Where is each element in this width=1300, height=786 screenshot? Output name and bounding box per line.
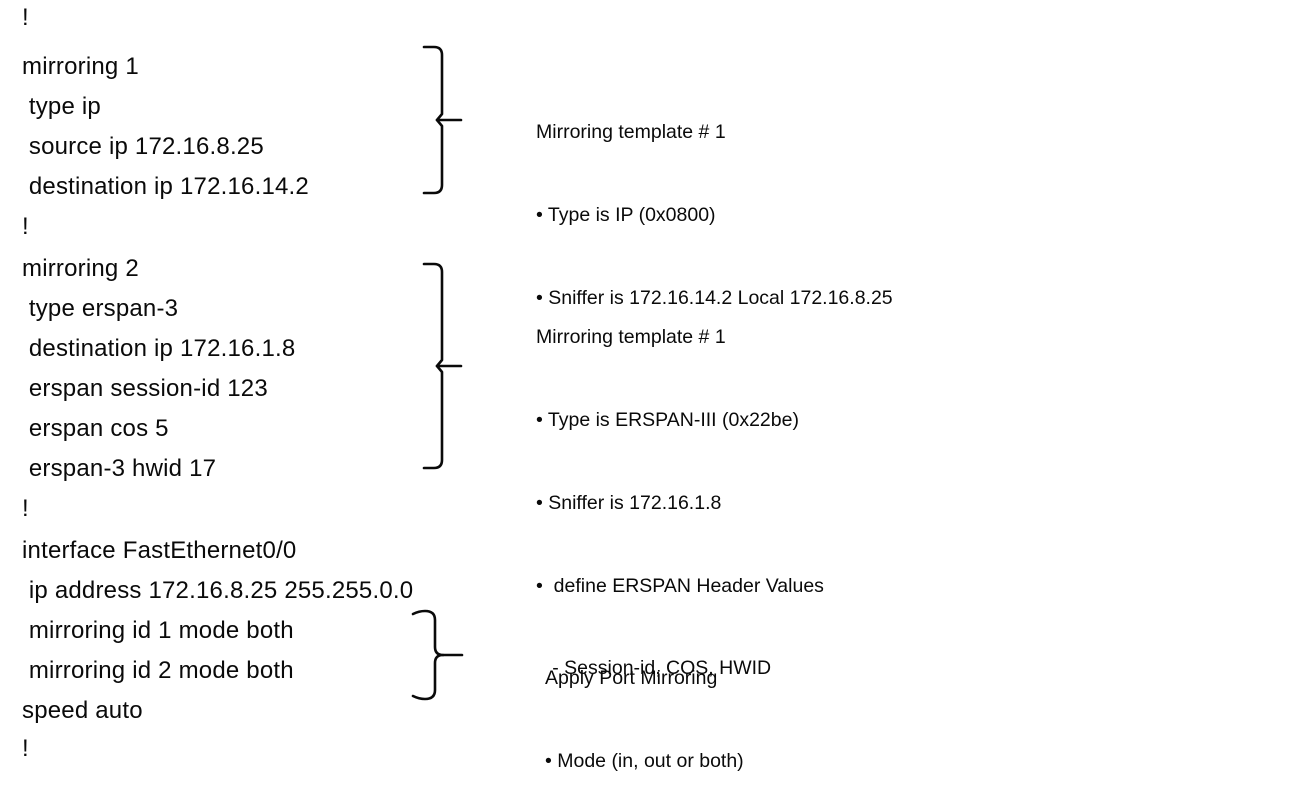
annotation-subitem: - Session-id, COS, HWID (536, 657, 772, 680)
annotation-bullet: • Sniffer is 172.16.14.2 Local 172.16.8.… (536, 286, 893, 309)
config-line-interface: interface FastEthernet0/0 (22, 537, 297, 564)
annotation-title: Apply Port Mirroring (545, 667, 718, 690)
config-line: erspan cos 5 (22, 415, 169, 442)
annotation-bullet: • Mode (in, out or both) (545, 749, 744, 772)
config-line: mirroring id 1 mode both (22, 617, 294, 644)
config-line: ! (22, 735, 29, 762)
config-line: speed auto (22, 697, 143, 724)
config-line: type ip (22, 93, 101, 120)
annotation-title: Mirroring template # 1 (536, 121, 726, 144)
annotation-bullet: • Sniffer is 172.16.1.8 (536, 491, 722, 514)
config-line: type erspan-3 (22, 295, 179, 322)
config-line-mirroring-1: mirroring 1 (22, 53, 139, 80)
config-line: destination ip 172.16.1.8 (22, 335, 296, 362)
config-line: erspan session-id 123 (22, 375, 268, 402)
config-line: erspan-3 hwid 17 (22, 455, 217, 482)
brace-connector-1 (420, 43, 466, 197)
config-line: ! (22, 4, 29, 31)
annotation-mirroring-template-2: Mirroring template # 1 • Type is ERSPAN-… (536, 269, 824, 738)
brace-connector-2 (420, 260, 466, 472)
config-line: ip address 172.16.8.25 255.255.0.0 (22, 577, 414, 604)
annotation-apply-port-mirroring: Apply Port Mirroring • Mode (in, out or … (545, 610, 744, 786)
config-line: destination ip 172.16.14.2 (22, 173, 309, 200)
config-line: mirroring id 2 mode both (22, 657, 294, 684)
annotation-title: Mirroring template # 1 (536, 326, 726, 349)
config-line-mirroring-2: mirroring 2 (22, 255, 139, 282)
config-line: ! (22, 495, 29, 522)
config-line: ! (22, 213, 29, 240)
brace-connector-3 (409, 608, 465, 702)
annotation-bullet: • Type is IP (0x0800) (536, 203, 716, 226)
annotation-mirroring-template-1: Mirroring template # 1 • Type is IP (0x0… (536, 64, 893, 368)
annotation-bullet: • Type is ERSPAN-III (0x22be) (536, 408, 799, 431)
annotation-bullet: • define ERSPAN Header Values (536, 574, 824, 597)
config-line: source ip 172.16.8.25 (22, 133, 264, 160)
